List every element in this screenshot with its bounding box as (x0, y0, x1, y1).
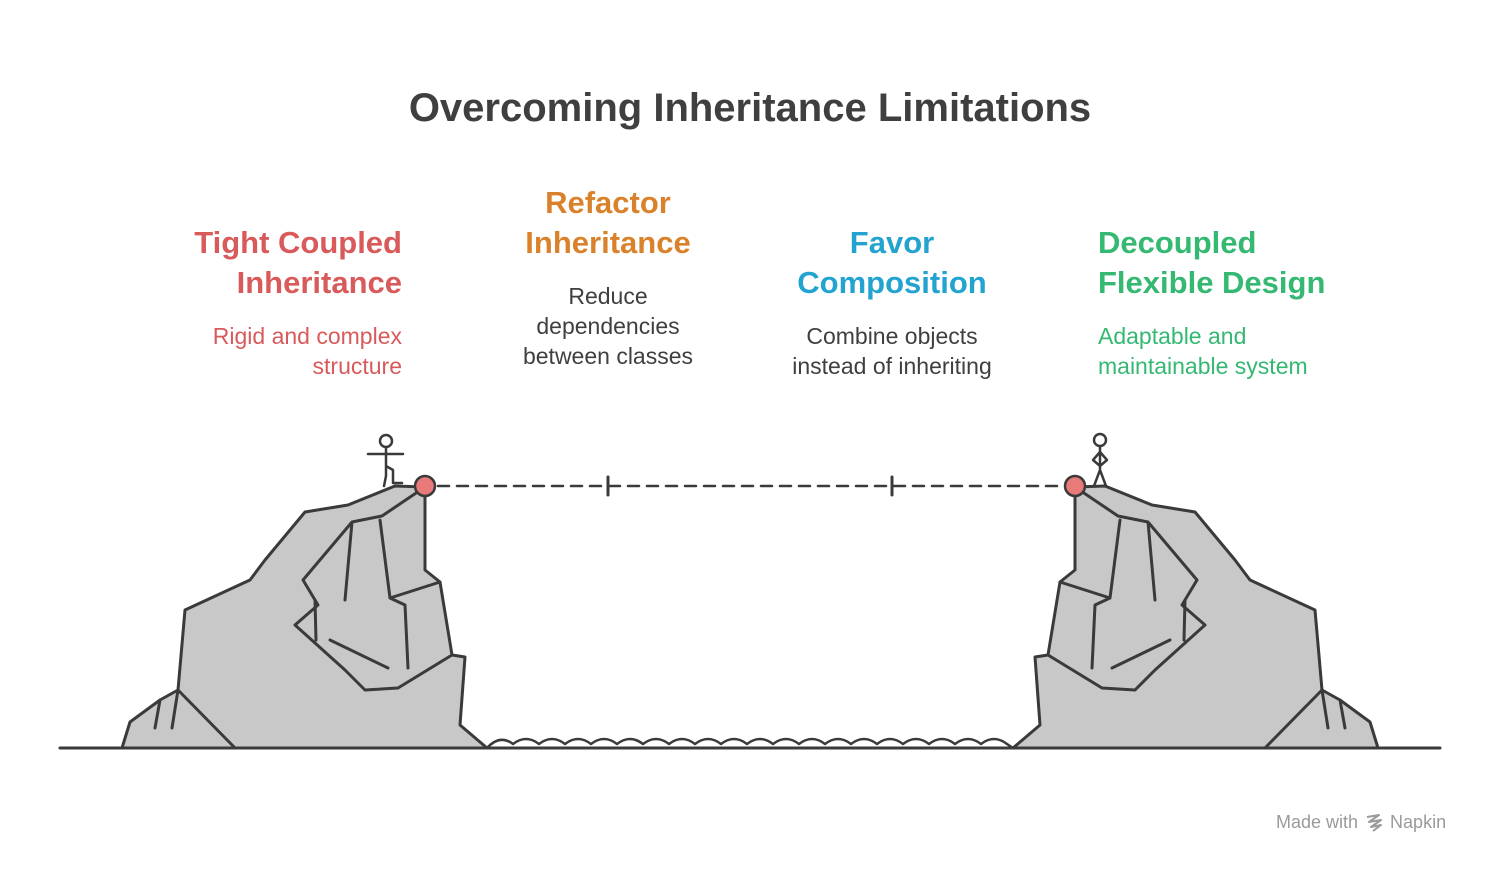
end-marker (1063, 474, 1087, 498)
stick-figure-walking-icon (366, 433, 405, 488)
stage-decoupled: Decoupled Flexible Design Adaptable and … (1098, 223, 1398, 381)
stage-heading: Tight Coupled Inheritance (194, 225, 402, 300)
napkin-brand-label: Napkin (1390, 812, 1447, 832)
napkin-logo-icon (1365, 813, 1383, 833)
made-with-label: Made with (1276, 812, 1359, 832)
stage-refactor: Refactor Inheritance Reduce dependencies… (470, 183, 746, 371)
start-marker (413, 474, 437, 498)
stage-heading: Decoupled Flexible Design (1098, 225, 1326, 300)
stage-description: Combine objects instead of inheriting (792, 323, 992, 379)
stage-heading: Refactor Inheritance (525, 185, 691, 260)
stage-favor-composition: Favor Composition Combine objects instea… (752, 223, 1032, 381)
stick-figure-standing-icon (1091, 432, 1109, 488)
made-with-napkin-credit: Made with Napkin (1276, 812, 1446, 833)
stage-tight-coupled: Tight Coupled Inheritance Rigid and comp… (130, 223, 402, 381)
left-cliff-cracks (153, 485, 454, 750)
stage-description: Adaptable and maintainable system (1098, 323, 1308, 379)
stage-heading: Favor Composition (797, 225, 987, 300)
water-waves (485, 737, 1015, 750)
stage-description: Reduce dependencies between classes (522, 283, 694, 369)
stage-description: Rigid and complex structure (212, 323, 402, 379)
diagram-title: Overcoming Inheritance Limitations (408, 86, 1092, 130)
right-cliff-cracks (1046, 485, 1347, 750)
